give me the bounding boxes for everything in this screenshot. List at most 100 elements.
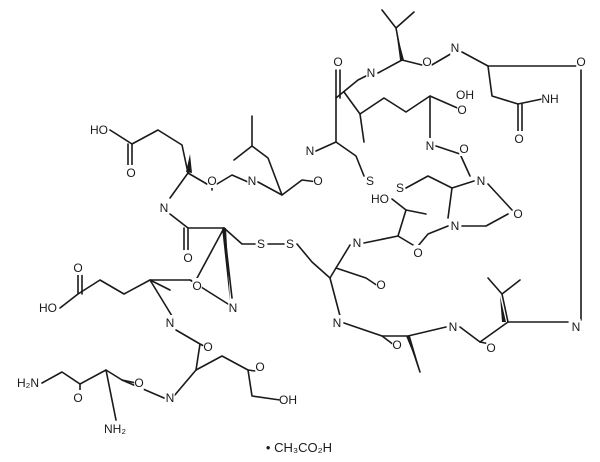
atom-label-bg: [413, 245, 423, 260]
atom-label-bg: [392, 337, 402, 352]
atom-label-bg: [459, 141, 469, 156]
atom-label: N: [451, 219, 460, 233]
atom-label-bg: [486, 340, 496, 355]
atom-label: O: [376, 278, 385, 292]
atom-label: N: [426, 139, 435, 153]
atom-label-bg: [425, 138, 435, 153]
atom-label: HO: [371, 192, 389, 206]
atom-label: O: [73, 391, 82, 405]
atom-label: N: [166, 316, 175, 330]
atom-label: O: [134, 376, 143, 390]
atom-label: N: [229, 301, 238, 315]
atom-label: O: [392, 338, 401, 352]
atom-label-bg: [366, 65, 376, 80]
atom-label-bg: [365, 173, 375, 188]
atom-label-bg: [476, 173, 486, 188]
atom-label: O: [413, 246, 422, 260]
atom-label: NH₂: [104, 422, 126, 436]
atom-label: H₂N: [17, 376, 39, 390]
atom-label-bg: [203, 339, 213, 354]
atom-label: N: [306, 144, 315, 158]
atom-label-bg: [514, 131, 524, 146]
atom-label-bg: [126, 165, 136, 180]
atom-label-bg: [332, 315, 342, 330]
atom-label: S: [286, 237, 294, 251]
atom-label: O: [126, 166, 135, 180]
atom-label: HO: [39, 301, 57, 315]
atom-label-bg: [39, 300, 57, 315]
atom-label-bg: [450, 218, 460, 233]
atom-label-bg: [247, 173, 257, 188]
atom-label: O: [459, 142, 468, 156]
atom-label-bg: [422, 54, 432, 69]
atom-label-bg: [228, 300, 238, 315]
atom-label-bg: [192, 278, 202, 293]
atom-label: O: [514, 132, 523, 146]
atom-label-bg: [102, 421, 128, 436]
atom-label-bg: [571, 319, 581, 334]
atom-label-bg: [371, 191, 389, 206]
atom-label-bg: [376, 277, 386, 292]
atom-label-bg: [134, 375, 144, 390]
atom-label: N: [451, 41, 460, 55]
atom-label-bg: [450, 40, 460, 55]
atom-label: N: [367, 66, 376, 80]
atom-label-bg: [305, 143, 315, 158]
atom-label-bg: [513, 206, 523, 221]
atom-label: O: [192, 279, 201, 293]
atom-label-bg: [395, 180, 405, 195]
atom-label: O: [513, 207, 522, 221]
atom-label-bg: [165, 390, 175, 405]
atom-label: O: [73, 261, 82, 275]
atom-label-bg: [313, 173, 323, 188]
atom-label: OH: [279, 393, 297, 407]
atom-label: N: [572, 320, 581, 334]
atom-label: O: [486, 341, 495, 355]
atom-label-bg: [333, 54, 343, 69]
atom-label-bg: [285, 236, 295, 251]
atom-label: S: [257, 237, 265, 251]
atom-label: S: [396, 181, 404, 195]
atom-label-bg: [207, 173, 217, 188]
atom-label-bg: [183, 250, 193, 265]
salt-label: • CH₃CO₂H: [266, 440, 332, 455]
atom-label: O: [203, 340, 212, 354]
atom-label: S: [366, 174, 374, 188]
bond-lines: [41, 9, 582, 421]
atom-label: O: [313, 174, 322, 188]
atom-label: O: [255, 360, 264, 374]
atom-label: N: [477, 174, 486, 188]
atom-label: OH: [456, 88, 474, 102]
atom-label: O: [576, 55, 585, 69]
atom-label: O: [333, 55, 342, 69]
atom-label-bg: [457, 102, 467, 117]
atom-label-bg: [456, 87, 474, 102]
atom-label: N: [160, 201, 169, 215]
atom-label: N: [248, 174, 257, 188]
atom-label-bg: [255, 359, 265, 374]
atom-label: N: [353, 236, 362, 250]
atom-label-bg: [576, 54, 586, 69]
atom-label-bg: [15, 375, 41, 390]
atom-label-bg: [73, 390, 83, 405]
atom-label: N: [333, 316, 342, 330]
atom-label-bg: [448, 319, 458, 334]
atom-label: HO: [90, 123, 108, 137]
atom-label: N: [449, 320, 458, 334]
atom-label-bg: [541, 91, 559, 106]
atom-label-bg: [73, 260, 83, 275]
atom-label-bg: [256, 236, 266, 251]
atom-label: O: [422, 55, 431, 69]
atom-label-bg: [165, 315, 175, 330]
atom-label: O: [457, 103, 466, 117]
stereo-wedges: [186, 30, 506, 370]
atom-label: O: [207, 174, 216, 188]
atom-label: O: [183, 251, 192, 265]
atom-label-bg: [352, 235, 362, 250]
atom-label-bg: [90, 122, 108, 137]
atom-label-bg: [159, 200, 169, 215]
atom-label: N: [166, 391, 175, 405]
